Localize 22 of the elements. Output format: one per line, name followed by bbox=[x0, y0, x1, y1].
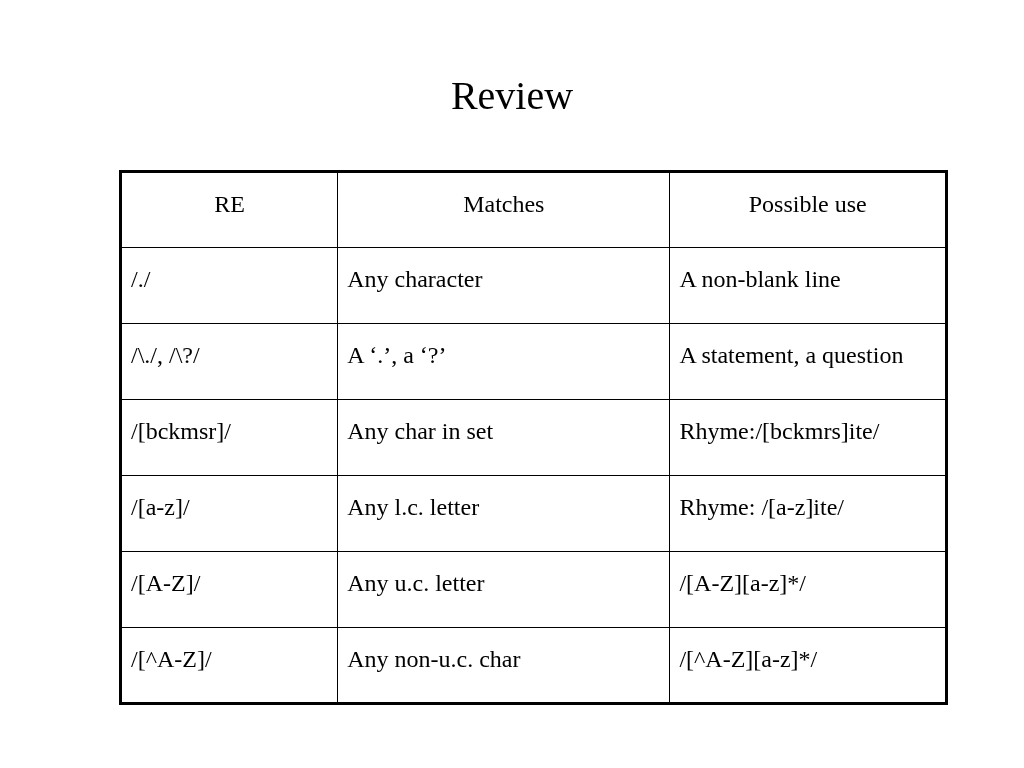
table-text: Any u.c. letter bbox=[347, 570, 485, 596]
table-text: Rhyme: /[a-z]ite/ bbox=[679, 494, 845, 520]
table-text: /[a-z]/ bbox=[131, 494, 190, 520]
column-header: RE bbox=[214, 191, 245, 217]
table-text: /[A-Z]/ bbox=[131, 570, 201, 596]
column-header: Possible use bbox=[748, 191, 867, 217]
table-text: Any l.c. letter bbox=[347, 494, 480, 520]
table-text: Any character bbox=[347, 266, 483, 292]
table-text: Any non-u.c. char bbox=[347, 646, 521, 672]
table-text: /[bckmsr]/ bbox=[131, 418, 231, 444]
table-text: /[^A-Z]/ bbox=[131, 646, 212, 672]
table-text: Rhyme:/[bckmrs]ite/ bbox=[679, 418, 880, 444]
table-text: A ‘.’, a ‘?’ bbox=[347, 342, 447, 368]
column-header: Matches bbox=[463, 191, 545, 217]
table-text: A non-blank line bbox=[679, 266, 841, 292]
title: Review bbox=[449, 72, 575, 120]
table-text: Any char in set bbox=[347, 418, 494, 444]
table-text: A statement, a question bbox=[679, 342, 904, 368]
table-text: /[^A-Z][a-z]*/ bbox=[679, 646, 818, 672]
table-text: /[A-Z][a-z]*/ bbox=[679, 570, 806, 596]
table-text: /./ bbox=[131, 266, 151, 292]
table-text: /\./, /\?/ bbox=[131, 342, 200, 368]
